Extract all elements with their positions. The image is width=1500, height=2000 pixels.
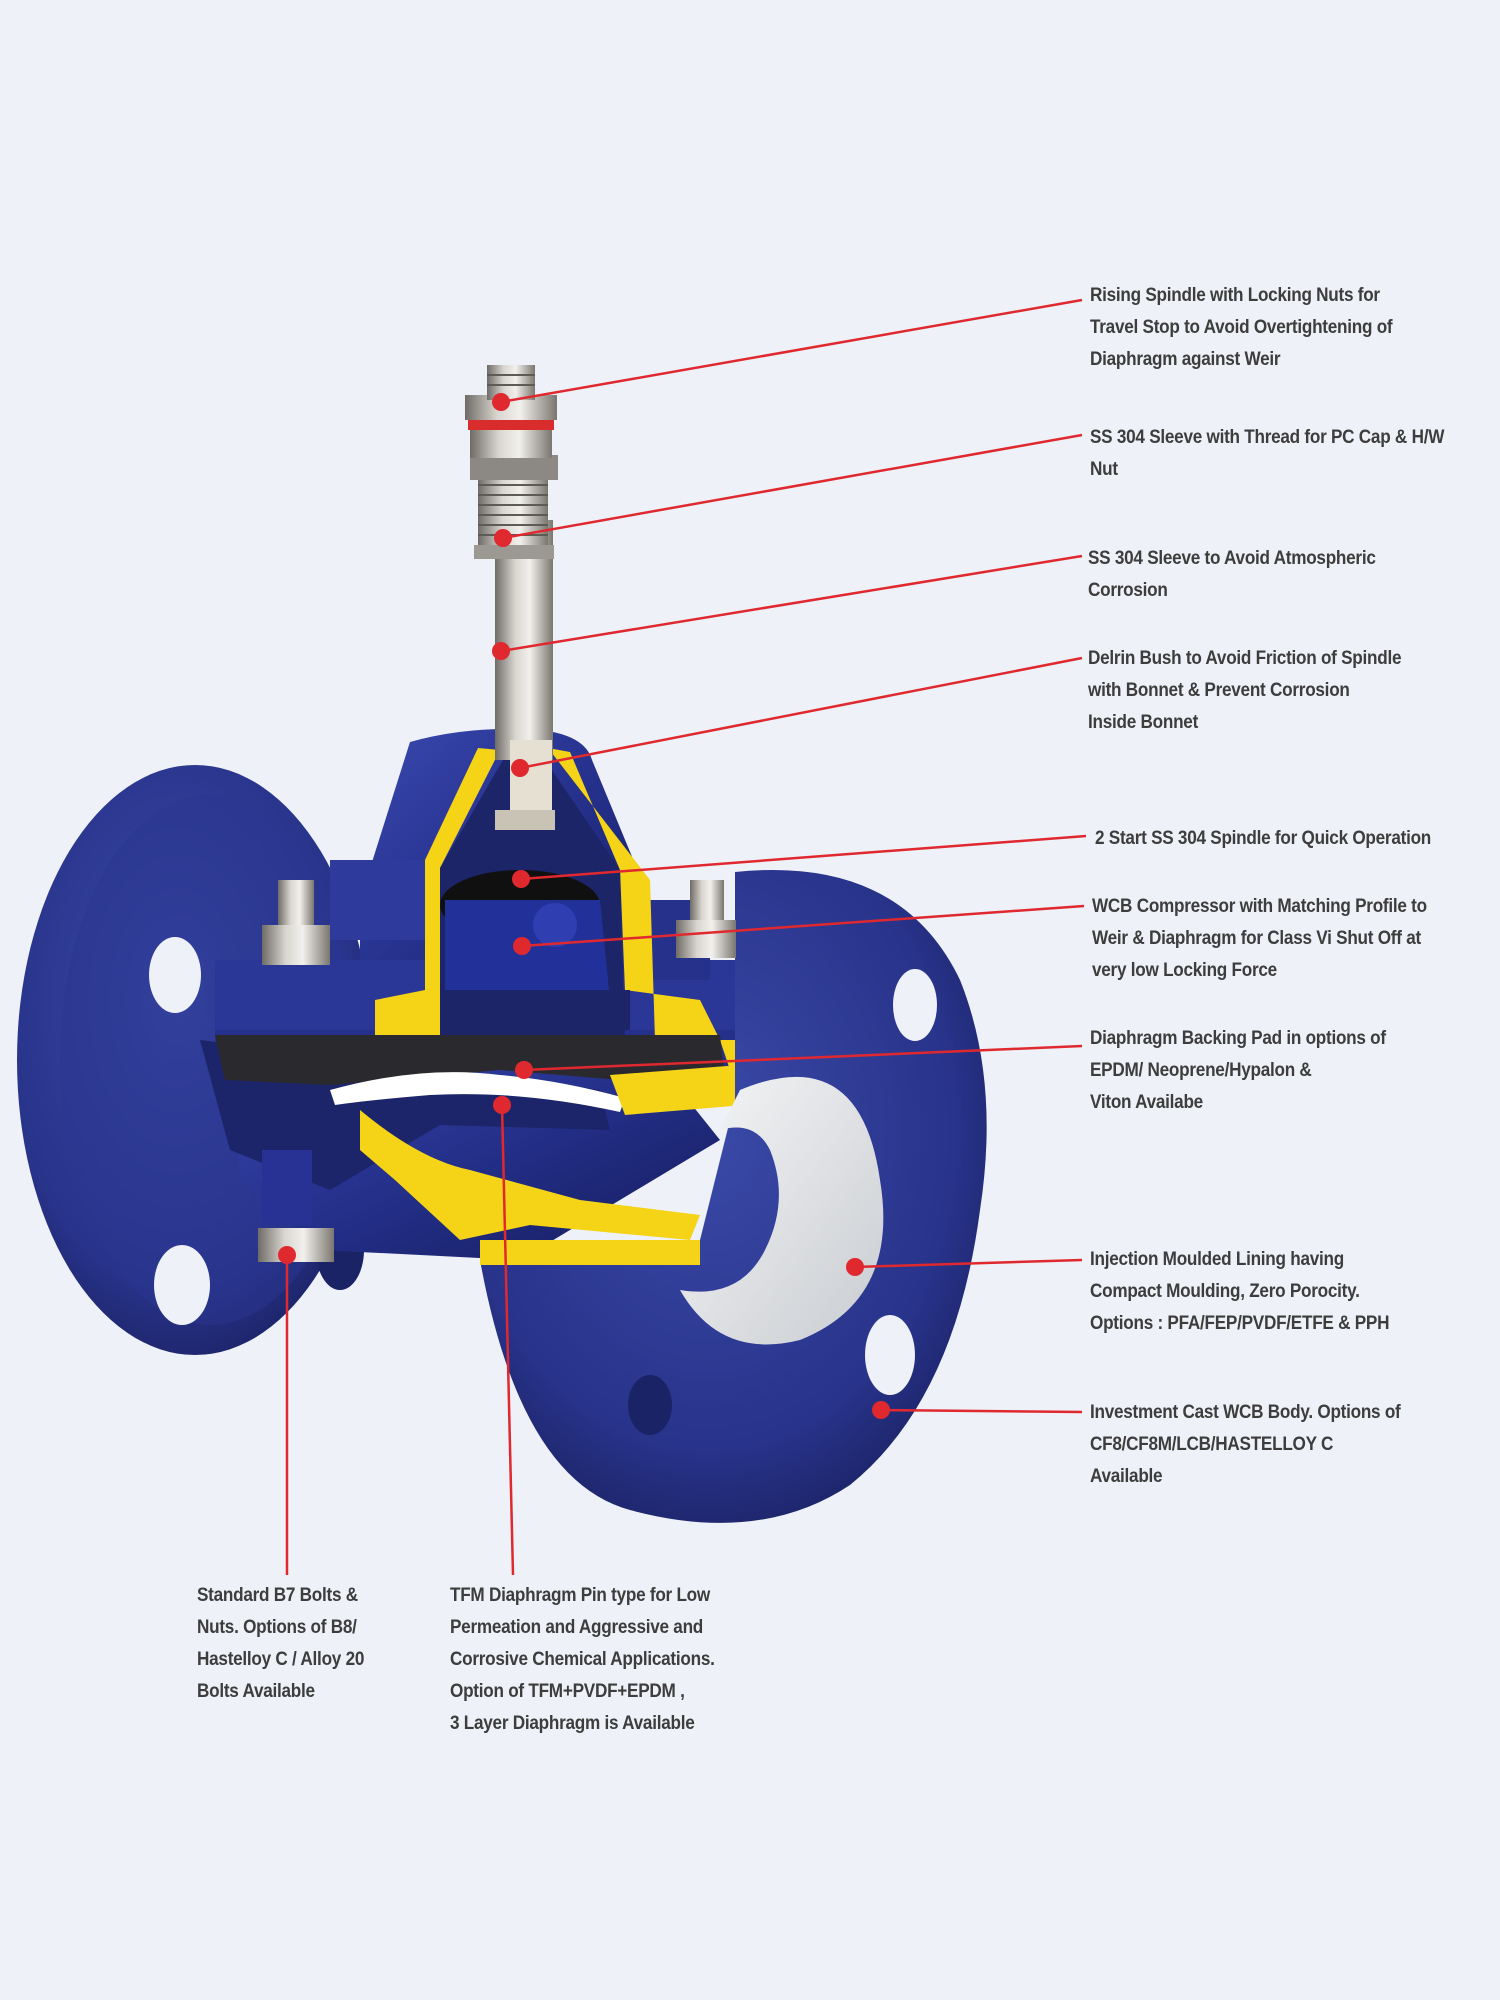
callout-line: 3 Layer Diaphragm is Available xyxy=(450,1712,695,1734)
callout-line: Bolts Available xyxy=(197,1680,315,1702)
leader-dot-diaphragm-backing-pad xyxy=(515,1061,533,1079)
leader-dot-investment-cast-body xyxy=(872,1401,890,1419)
callout-line: Options : PFA/FEP/PVDF/ETFE & PPH xyxy=(1090,1312,1390,1334)
callout-line: CF8/CF8M/LCB/HASTELLOY C xyxy=(1090,1433,1334,1455)
callout-delrin-bush: Delrin Bush to Avoid Friction of Spindle… xyxy=(1088,642,1402,738)
leader-dot-wcb-compressor xyxy=(513,937,531,955)
callout-line: Permeation and Aggressive and xyxy=(450,1616,704,1638)
callout-line: with Bonnet & Prevent Corrosion xyxy=(1088,679,1350,701)
compressor xyxy=(440,870,630,1030)
callout-line: Delrin Bush to Avoid Friction of Spindle xyxy=(1088,647,1402,669)
leader-lines xyxy=(278,298,1087,1576)
callout-two-start-spindle: 2 Start SS 304 Spindle for Quick Operati… xyxy=(1095,822,1431,854)
right-flange xyxy=(480,869,987,1523)
callout-line: Weir & Diaphragm for Class Vi Shut Off a… xyxy=(1092,927,1421,949)
callout-b7-bolts: Standard B7 Bolts & Nuts. Options of B8/… xyxy=(197,1579,364,1707)
leader-dot-delrin-bush xyxy=(511,759,529,777)
leader-line-tfm-diaphragm xyxy=(500,1104,515,1576)
leader-line-injection-moulded-lining xyxy=(854,1258,1083,1269)
leader-line-ss304-sleeve-corrosion xyxy=(500,554,1083,653)
body-cutaway xyxy=(360,1065,745,1240)
callout-line: 2 Start SS 304 Spindle for Quick Operati… xyxy=(1095,827,1432,849)
leader-line-wcb-compressor xyxy=(521,904,1085,948)
callout-line: Standard B7 Bolts & xyxy=(197,1584,358,1606)
callout-line: very low Locking Force xyxy=(1092,959,1277,981)
leader-dot-two-start-spindle xyxy=(512,870,530,888)
leader-dot-b7-bolts xyxy=(278,1246,296,1264)
callout-ss304-sleeve-corrosion: SS 304 Sleeve to Avoid Atmospheric Corro… xyxy=(1088,542,1376,606)
leader-dot-ss304-sleeve-corrosion xyxy=(492,642,510,660)
leader-line-investment-cast-body xyxy=(880,1408,1083,1414)
callout-tfm-diaphragm: TFM Diaphragm Pin type for Low Permeatio… xyxy=(450,1579,715,1739)
diaphragm-assembly xyxy=(215,1035,725,1112)
callout-line: Inside Bonnet xyxy=(1088,711,1199,733)
leader-line-rising-spindle xyxy=(500,298,1083,404)
callout-line: Corrosive Chemical Applications. xyxy=(450,1648,715,1670)
callout-line: Investment Cast WCB Body. Options of xyxy=(1090,1401,1401,1423)
callout-line: Injection Moulded Lining having xyxy=(1090,1248,1344,1270)
callout-line: Nut xyxy=(1090,458,1118,480)
leader-line-two-start-spindle xyxy=(520,834,1087,881)
callout-line: EPDM/ Neoprene/Hypalon & xyxy=(1090,1059,1312,1081)
callout-line: SS 304 Sleeve to Avoid Atmospheric xyxy=(1088,547,1376,569)
leader-dot-tfm-diaphragm xyxy=(493,1096,511,1114)
callout-line: Corrosion xyxy=(1088,579,1168,601)
callout-ss304-sleeve-thread: SS 304 Sleeve with Thread for PC Cap & H… xyxy=(1090,421,1444,485)
callout-injection-moulded-lining: Injection Moulded Lining having Compact … xyxy=(1090,1243,1390,1339)
bolts-and-nuts xyxy=(258,880,736,1262)
leader-dot-rising-spindle xyxy=(492,393,510,411)
leader-line-ss304-sleeve-thread xyxy=(502,433,1083,540)
callout-line: Nuts. Options of B8/ xyxy=(197,1616,357,1638)
callout-line: SS 304 Sleeve with Thread for PC Cap & H… xyxy=(1090,426,1445,448)
callout-line: Hastelloy C / Alloy 20 xyxy=(197,1648,365,1670)
leader-dot-injection-moulded-lining xyxy=(846,1258,864,1276)
spindle xyxy=(465,365,558,830)
callout-line: Compact Moulding, Zero Porocity. xyxy=(1090,1280,1360,1302)
callout-wcb-compressor: WCB Compressor with Matching Profile to … xyxy=(1092,890,1427,986)
callout-line: Diaphragm against Weir xyxy=(1090,348,1281,370)
callout-line: Diaphragm Backing Pad in options of xyxy=(1090,1027,1386,1049)
callout-diaphragm-backing-pad: Diaphragm Backing Pad in options of EPDM… xyxy=(1090,1022,1386,1118)
callout-line: Available xyxy=(1090,1465,1163,1487)
leader-dot-ss304-sleeve-thread xyxy=(494,529,512,547)
callout-line: Viton Availabe xyxy=(1090,1091,1203,1113)
leader-line-diaphragm-backing-pad xyxy=(523,1044,1083,1072)
callout-line: Rising Spindle with Locking Nuts for xyxy=(1090,284,1380,306)
callout-line: Travel Stop to Avoid Overtightening of xyxy=(1090,316,1393,338)
leader-line-delrin-bush xyxy=(519,656,1083,770)
callout-investment-cast-body: Investment Cast WCB Body. Options of CF8… xyxy=(1090,1396,1401,1492)
callout-line: TFM Diaphragm Pin type for Low xyxy=(450,1584,710,1606)
callout-rising-spindle: Rising Spindle with Locking Nuts for Tra… xyxy=(1090,279,1393,375)
callout-line: Option of TFM+PVDF+EPDM , xyxy=(450,1680,685,1702)
callout-line: WCB Compressor with Matching Profile to xyxy=(1092,895,1427,917)
